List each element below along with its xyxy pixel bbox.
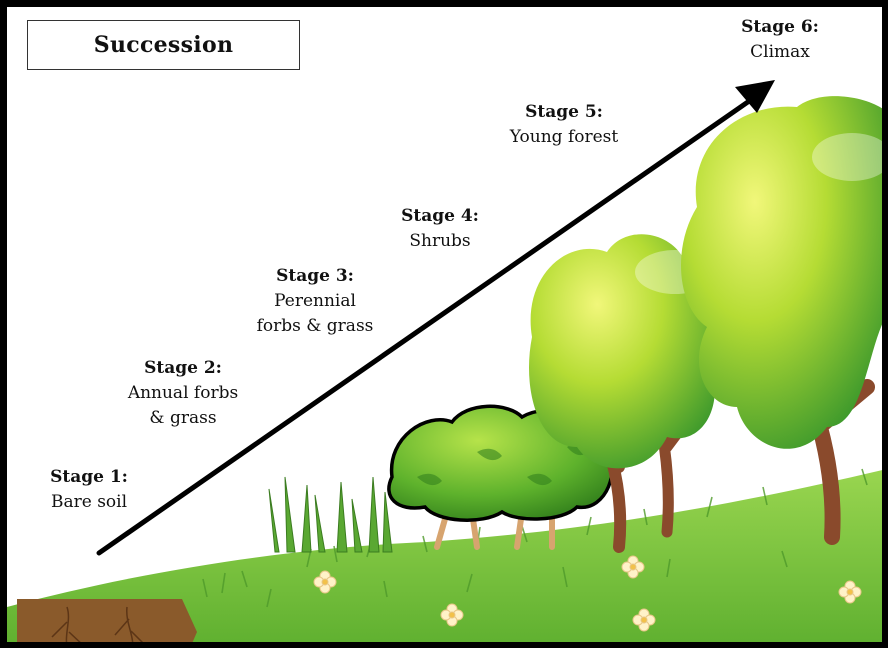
climax-trees [681,96,882,545]
stage-5-label: Stage 5: Young forest [477,100,651,150]
succession-arrow-shaft [96,94,758,556]
stage-6-description: Climax [750,42,810,62]
stage-1-description: Bare soil [50,492,128,512]
stage-5-heading: Stage 5: [525,102,603,122]
stage-2-label: Stage 2: Annual forbs & grass [105,356,261,431]
diagram-title: Succession [27,20,300,70]
bare-soil [17,599,197,642]
stage-5-description: Young forest [509,127,619,147]
grass-ground [7,470,882,642]
tall-grass [268,476,393,553]
stage-6-heading: Stage 6: [741,17,819,37]
stage-1-heading: Stage 1: [50,467,128,487]
stage-4-description: Shrubs [409,231,471,251]
landscape-illustration [7,80,882,642]
stage-3-heading: Stage 3: [276,266,354,286]
stage-1-label: Stage 1: Bare soil [29,465,149,515]
stage-6-label: Stage 6: Climax [725,15,835,65]
stage-3-description: Perennial forbs & grass [256,291,374,336]
stage-2-description: Annual forbs & grass [127,383,239,428]
stage-4-label: Stage 4: Shrubs [385,204,495,254]
succession-arrow-head [735,80,775,113]
stage-3-label: Stage 3: Perennial forbs & grass [235,264,395,339]
stage-4-heading: Stage 4: [401,206,479,226]
soil-roots [51,606,144,642]
flowers [313,555,862,632]
stage-2-heading: Stage 2: [144,358,222,378]
